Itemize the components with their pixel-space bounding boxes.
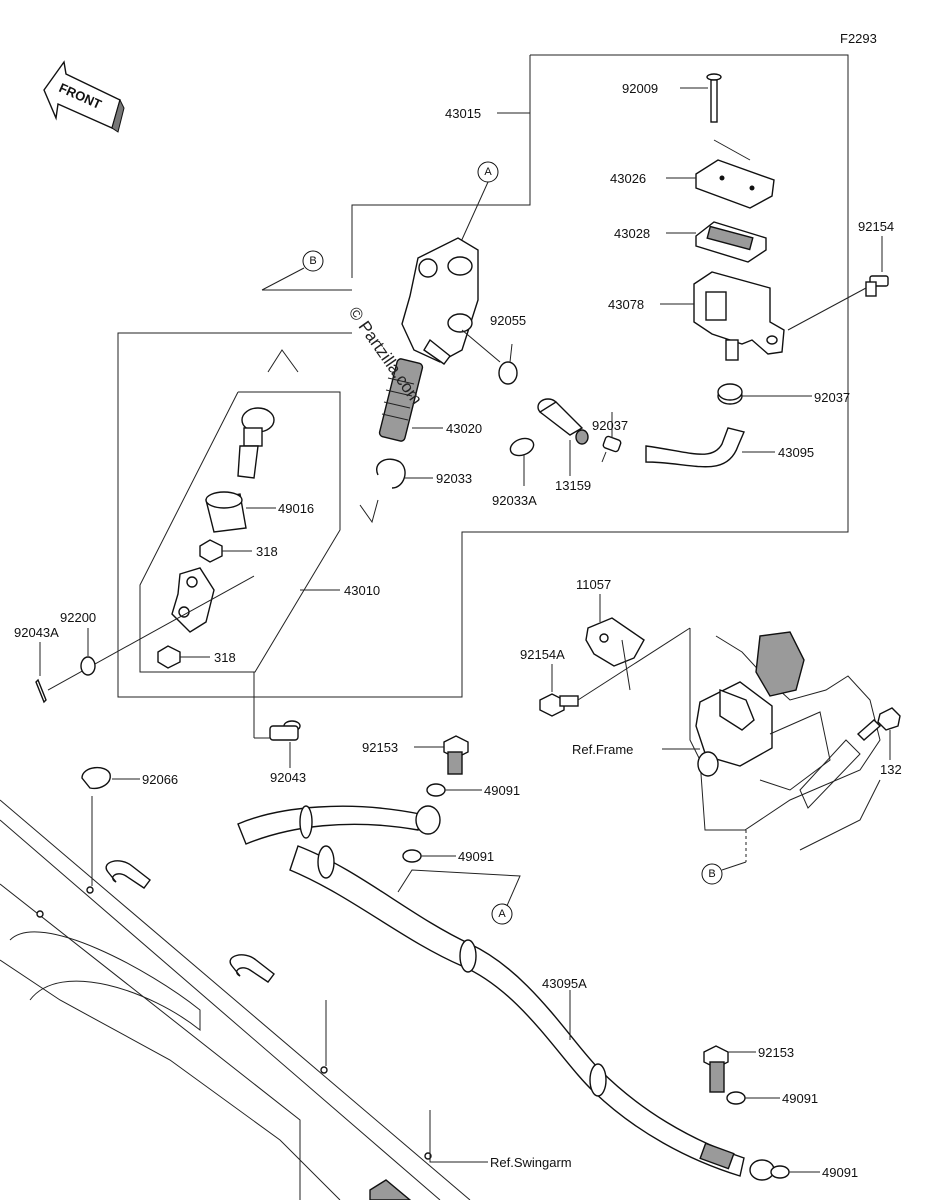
leader-callout-b-left-diag xyxy=(261,267,305,291)
callout-a-top xyxy=(477,161,499,183)
group-outline-43015 xyxy=(117,54,849,698)
leader-callout-b-bottom-link xyxy=(721,861,747,871)
callout-b-left-text: B xyxy=(309,255,316,267)
label-11057: 11057 xyxy=(576,577,611,592)
bolt-92154A xyxy=(539,693,579,717)
callout-b-left xyxy=(302,250,324,272)
boot-49016 xyxy=(205,491,247,533)
washer-49091-d xyxy=(770,1165,790,1179)
clamp-92037-right xyxy=(717,383,743,405)
brake-hose-43095A xyxy=(237,805,775,1181)
swingarm-reference xyxy=(0,799,471,1200)
callout-b-bottom-text: B xyxy=(708,868,715,880)
label-92154: 92154 xyxy=(858,219,894,234)
leader-92154-path xyxy=(787,287,867,331)
label-92033: 92033 xyxy=(436,471,472,486)
snap-ring-92033A xyxy=(509,437,535,457)
screw-92009 xyxy=(706,73,722,123)
label-49091-b: 49091 xyxy=(458,849,494,864)
label-43078: 43078 xyxy=(608,297,644,312)
label-318-upper: 318 xyxy=(256,544,278,559)
label-92055: 92055 xyxy=(490,313,526,328)
callout-a-bottom-text: A xyxy=(498,908,506,920)
banjo-bolt-92153-lower xyxy=(703,1045,729,1093)
nut-318-lower xyxy=(157,645,181,669)
bolt-92154 xyxy=(865,275,889,297)
label-43010: 43010 xyxy=(344,583,380,598)
washer-92200 xyxy=(80,656,96,676)
chevron-mark-lower xyxy=(359,499,379,524)
washer-49091-a xyxy=(426,783,446,797)
leader-screw-path xyxy=(713,139,751,161)
label-ref-frame: Ref.Frame xyxy=(572,742,633,757)
leader-ref-swingarm xyxy=(429,1110,488,1163)
leader-pin-path xyxy=(47,575,255,691)
figure-code: F2293 xyxy=(840,31,877,46)
label-92037-right: 92037 xyxy=(814,390,850,405)
label-92154A: 92154A xyxy=(520,647,565,662)
label-43095A: 43095A xyxy=(542,976,587,991)
clevis xyxy=(171,567,215,633)
label-92043A: 92043A xyxy=(14,625,59,640)
hose-43095 xyxy=(645,427,745,468)
label-49016: 49016 xyxy=(278,501,314,516)
label-92037-left: 92037 xyxy=(592,418,628,433)
label-49091-a: 49091 xyxy=(484,783,520,798)
label-92153-lower: 92153 xyxy=(758,1045,794,1060)
bracket-11057 xyxy=(585,617,645,691)
label-43026: 43026 xyxy=(610,171,646,186)
chevron-mark-upper xyxy=(267,349,299,373)
washer-49091-c xyxy=(726,1091,746,1105)
banjo-bolt-92153-upper xyxy=(443,735,469,775)
label-92200: 92200 xyxy=(60,610,96,625)
group-outline-43015-inner xyxy=(351,55,531,278)
cap-92066 xyxy=(81,767,111,790)
label-ref-swingarm: Ref.Swingarm xyxy=(490,1155,572,1170)
label-43015: 43015 xyxy=(445,106,481,121)
clamp-92037-left xyxy=(601,435,622,463)
front-arrow-icon: FRONT xyxy=(43,60,125,133)
group-outline-43010 xyxy=(139,391,341,673)
label-43095: 43095 xyxy=(778,445,814,460)
label-49091-c: 49091 xyxy=(782,1091,818,1106)
label-92033A: 92033A xyxy=(492,493,537,508)
label-13159: 13159 xyxy=(555,478,591,493)
fitting-13159 xyxy=(537,398,589,445)
snap-ring-92033 xyxy=(376,458,406,489)
label-43020: 43020 xyxy=(446,421,482,436)
leader-callout-a-bottom xyxy=(397,869,521,909)
callout-a-bottom xyxy=(491,903,513,925)
bolt-132 xyxy=(856,707,901,741)
label-92153-upper: 92153 xyxy=(362,740,398,755)
diaphragm-43028 xyxy=(695,221,767,263)
pin-92043 xyxy=(269,720,301,741)
reservoir-43078 xyxy=(693,271,785,361)
nut-318-upper xyxy=(199,539,223,563)
leader-92055-link xyxy=(461,329,501,363)
label-92009: 92009 xyxy=(622,81,658,96)
master-cylinder-body xyxy=(401,237,479,365)
callout-a-top-text: A xyxy=(484,166,492,178)
frame-reference xyxy=(689,628,881,851)
label-318-lower: 318 xyxy=(214,650,236,665)
callout-b-bottom xyxy=(701,863,723,885)
label-49091-d: 49091 xyxy=(822,1165,858,1180)
label-43028: 43028 xyxy=(614,226,650,241)
label-92066: 92066 xyxy=(142,772,178,787)
leader-92055 xyxy=(509,343,513,363)
cotter-pin-92043A xyxy=(35,678,47,704)
label-132: 132 xyxy=(880,762,902,777)
reservoir-cap-43026 xyxy=(695,159,775,209)
boot-part xyxy=(237,407,275,479)
label-92043: 92043 xyxy=(270,770,306,785)
washer-49091-b xyxy=(402,849,422,863)
leader-bracket-path xyxy=(577,627,691,701)
piston-assembly xyxy=(378,358,424,442)
o-ring-92055 xyxy=(498,361,518,385)
